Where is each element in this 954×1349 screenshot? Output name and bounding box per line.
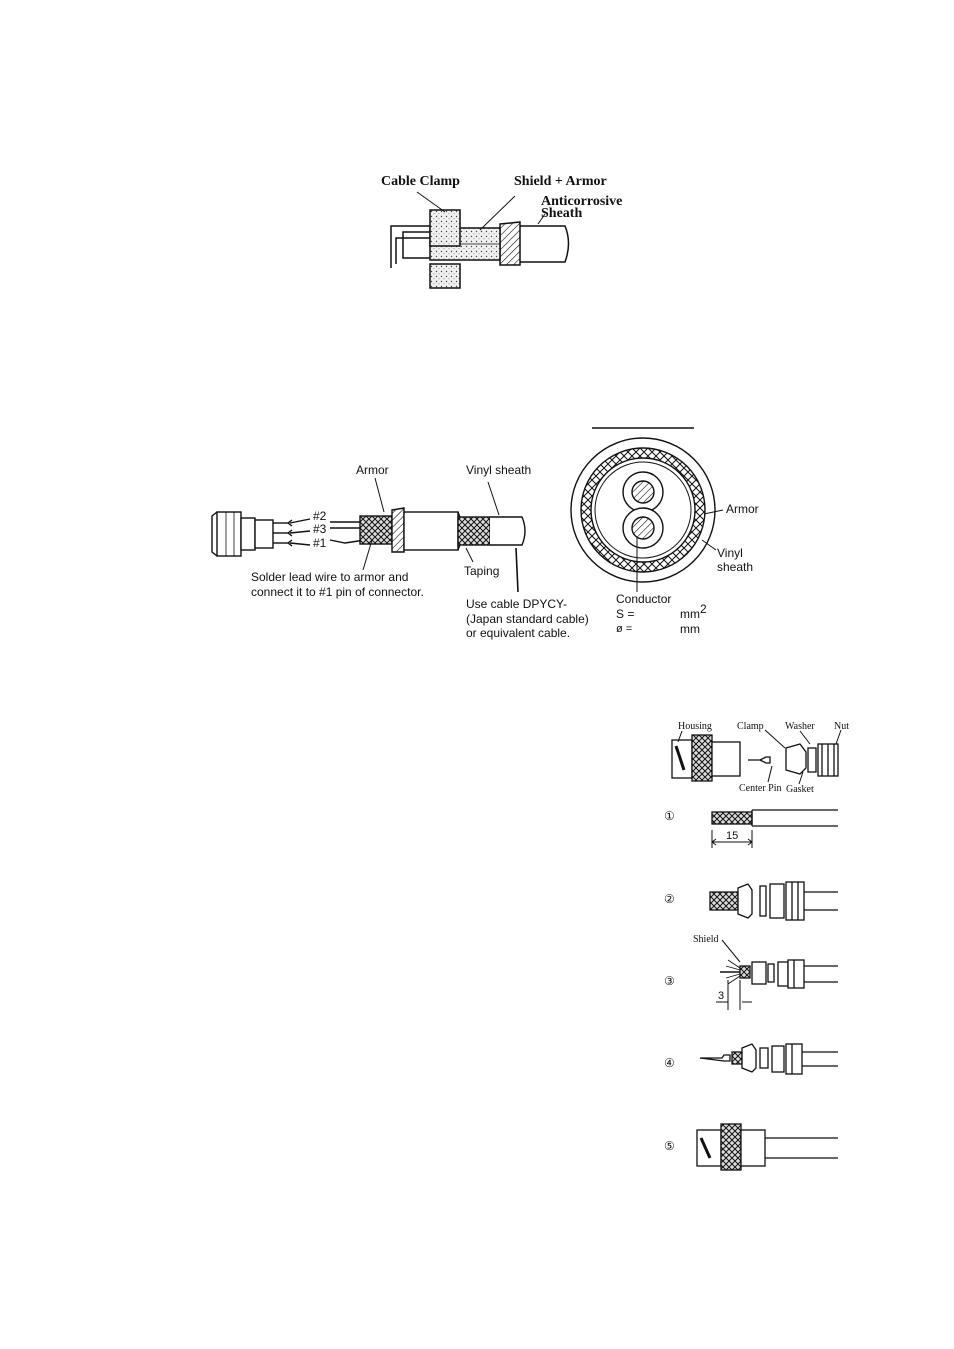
step-5-marker: ⑤: [664, 1139, 675, 1153]
fig1-cable-clamp-drawing: [390, 191, 570, 289]
label-s-exponent: 2: [700, 602, 707, 616]
dimension-3: 3: [718, 990, 725, 1002]
label-pin-1: #1: [313, 536, 327, 550]
label-s-equals: S =: [616, 607, 635, 621]
label-shield-armor: Shield + Armor: [514, 174, 607, 189]
label-s-unit-text: mm: [680, 607, 700, 621]
label-center-pin: Center Pin: [739, 783, 782, 794]
fig2-connector-drawing: [211, 477, 526, 593]
label-pin-3: #3: [313, 522, 327, 536]
step-3-marker: ③: [664, 974, 675, 988]
cable-note-line-1: Use cable DPYCY-: [466, 597, 567, 611]
label-armor-section: Armor: [726, 502, 759, 516]
label-clamp: Clamp: [737, 721, 764, 732]
label-cable-clamp: Cable Clamp: [381, 174, 460, 189]
label-sheath-section: sheath: [717, 560, 754, 574]
cable-note-line-3: or equivalent cable.: [466, 626, 571, 640]
label-shield: Shield: [693, 934, 719, 945]
label-housing: Housing: [678, 721, 712, 732]
label-vinyl-sheath: Vinyl sheath: [466, 463, 532, 477]
label-armor: Armor: [356, 463, 389, 477]
step-2-marker: ②: [664, 892, 675, 906]
label-taping: Taping: [464, 564, 500, 578]
label-conductor: Conductor: [616, 592, 672, 606]
step-1-marker: ①: [664, 809, 675, 823]
fig3-cross-section-drawing: [570, 427, 724, 592]
step-4-marker: ④: [664, 1056, 675, 1070]
label-gasket: Gasket: [786, 784, 814, 795]
label-vinyl: Vinyl: [717, 546, 743, 560]
label-s-unit: mm2: [680, 603, 707, 621]
dimension-15: 15: [726, 830, 739, 842]
label-diameter-equals: ø =: [616, 623, 633, 635]
label-nut: Nut: [834, 721, 849, 732]
label-pin-2: #2: [313, 509, 327, 523]
fig4-bnc-assembly-drawing: [671, 729, 842, 1171]
label-anticorrosive: Anticorrosive: [541, 194, 623, 209]
cable-note-line-2: (Japan standard cable): [466, 612, 589, 626]
label-diameter-unit: mm: [680, 622, 700, 636]
solder-note-line-1: Solder lead wire to armor and: [251, 570, 409, 584]
label-sheath: Sheath: [541, 206, 583, 221]
label-washer: Washer: [785, 721, 815, 732]
solder-note-line-2: connect it to #1 pin of connector.: [251, 585, 424, 599]
